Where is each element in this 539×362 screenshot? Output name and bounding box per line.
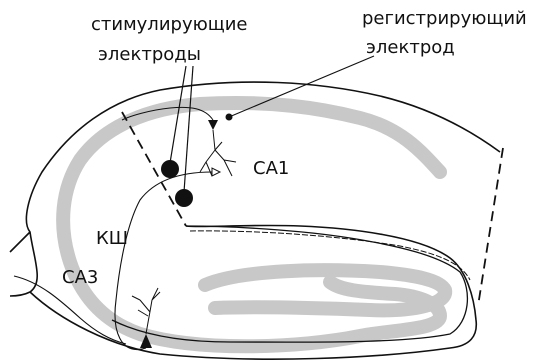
stim-label-line1: стимулирующие [91,14,247,35]
ca3-label: СА3 [62,267,98,288]
ca1-neuron [200,120,236,176]
ca1-label: СА1 [253,158,289,179]
dashed-cut-right [478,148,503,306]
stim-label-line2: электроды [98,44,201,65]
schaffer-arrow-icon [212,168,220,176]
rec-label-line1: регистрирующий [362,8,527,29]
outer-contour [10,82,500,359]
rec-label-line2: электрод [366,37,455,58]
ks-label: КШ [96,228,128,249]
